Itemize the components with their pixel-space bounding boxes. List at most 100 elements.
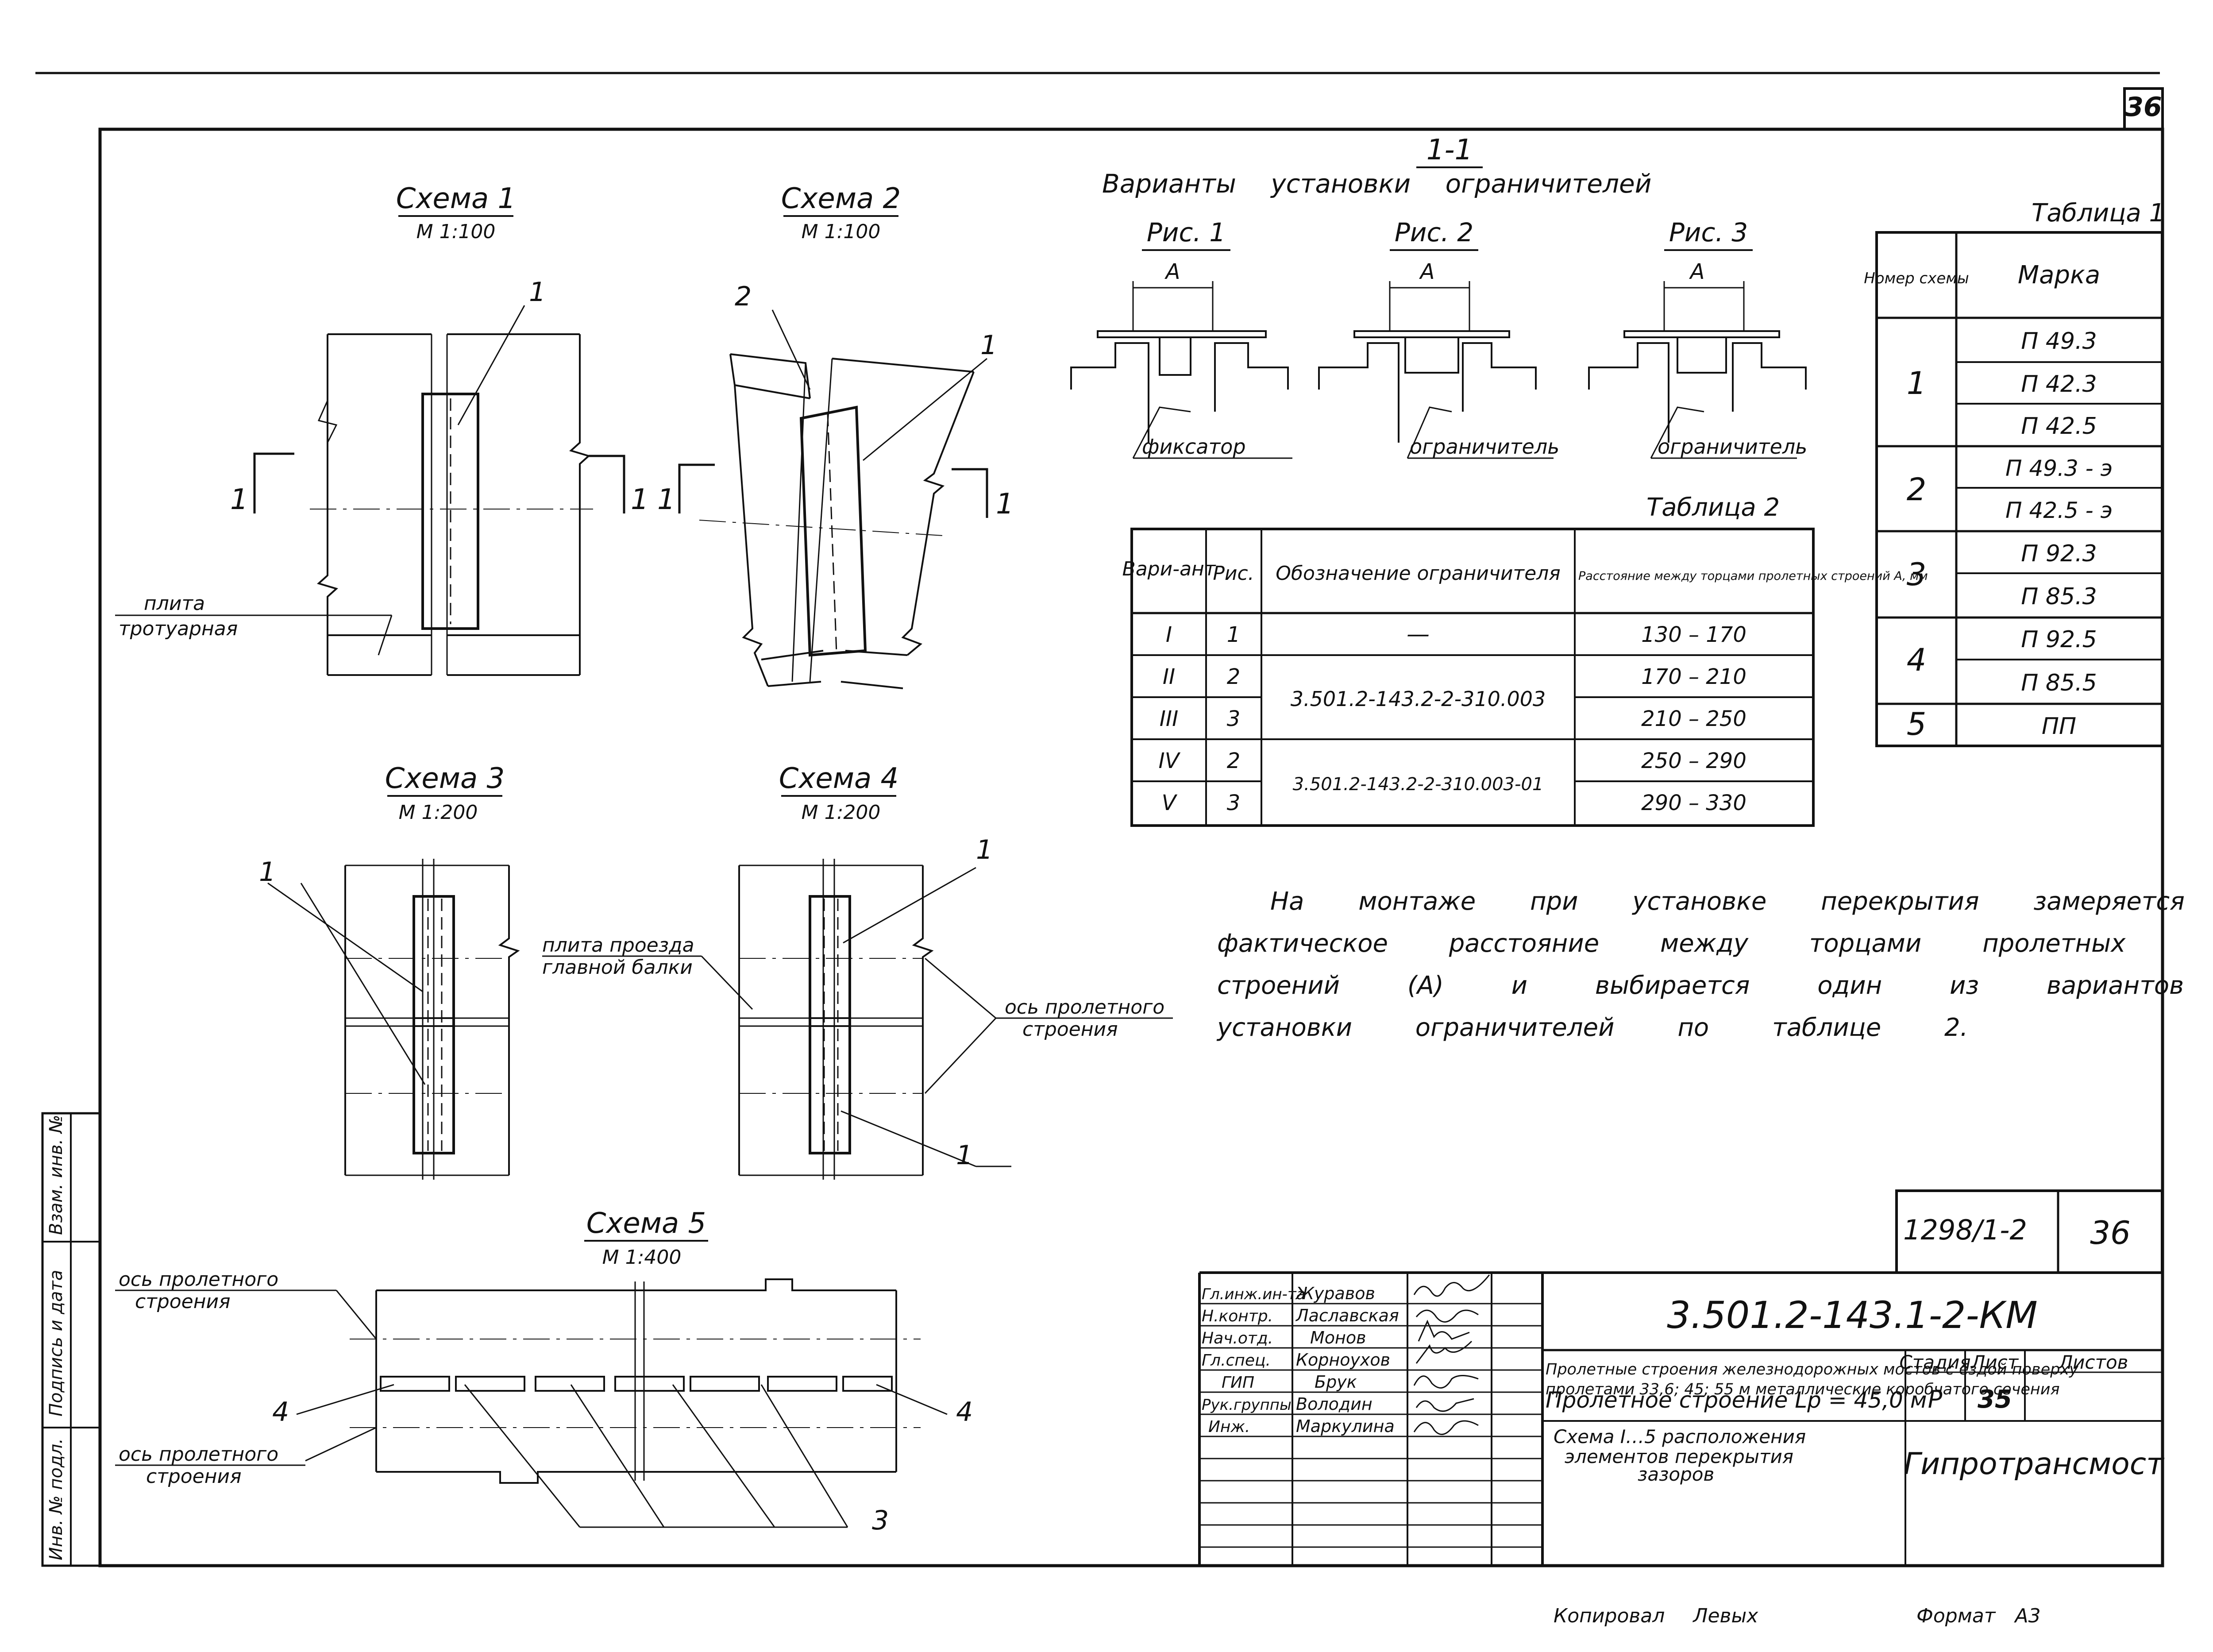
table2-header-distance: Расстояние между торцами пролетных строе…: [1578, 569, 1928, 583]
table2-row1-distance: 130 – 170: [1641, 622, 1746, 647]
plita-proezda-line2: главной балки: [542, 956, 693, 979]
staff-name-4: Корноухов: [1296, 1350, 1390, 1370]
table2-row4-fig: 2: [1227, 749, 1241, 773]
table1-mark-1-3: П 42.5: [2021, 413, 2097, 440]
table2-row5-distance: 290 – 330: [1641, 791, 1746, 815]
scheme-1-scale: М 1:100: [416, 220, 496, 243]
fig-3-title: Рис. 3: [1669, 217, 1748, 247]
drawing-title-line-3: зазоров: [1638, 1463, 1714, 1485]
table2-row4-distance: 250 – 290: [1641, 749, 1746, 773]
table1-scheme-3: 3: [1907, 556, 1927, 593]
scheme-4-scale: М 1:200: [802, 801, 881, 824]
scheme-1-section-left: 1: [230, 483, 248, 516]
doc-title: Пролетное строение Lр = 45,0 м: [1546, 1387, 1927, 1413]
table2-row3-variant: III: [1160, 706, 1178, 731]
sheet-frame: [35, 72, 2164, 1567]
scheme-4-pos1-bottom: 1: [956, 1140, 973, 1171]
table1-scheme-1: 1: [1907, 365, 1927, 401]
note-line-2: фактическое расстояние между торцами про…: [1217, 929, 2126, 958]
staff-role-3: Нач.отд.: [1202, 1329, 1273, 1347]
scheme-2-scale: М 1:100: [802, 220, 881, 243]
staff-name-6: Володин: [1296, 1394, 1373, 1414]
table1-caption: Таблица 1: [2032, 199, 2165, 228]
staff-name-7: Маркулина: [1296, 1417, 1395, 1436]
scheme-4-pos1-top: 1: [976, 834, 993, 865]
table1-mark-1-1: П 49.3: [2021, 328, 2097, 355]
table2-row1-fig: 1: [1227, 622, 1241, 647]
scheme-5-pos3: 3: [872, 1505, 889, 1536]
scheme-4-drawing: [738, 859, 1173, 1180]
os-bottom-line2: строения: [146, 1465, 242, 1488]
table1-header-scheme: Номер схемы: [1864, 270, 1969, 287]
drawing-title-line-2: элементов перекрытия: [1565, 1446, 1793, 1467]
scheme-2-pos1: 1: [980, 330, 997, 361]
staff-name-5: Брук: [1315, 1372, 1357, 1392]
table1-scheme-2: 2: [1907, 471, 1927, 508]
fig-3-dim: А: [1689, 259, 1705, 284]
table2-row5-variant: V: [1162, 791, 1178, 815]
side-stamp-replacement: Взам. инв. №: [46, 1115, 66, 1235]
fig-1-dim: А: [1164, 259, 1180, 284]
os-schemes-line1: ось пролетного: [1005, 996, 1164, 1019]
os-bottom-line1: ось пролетного: [119, 1443, 278, 1466]
fig-1-title: Рис. 1: [1147, 217, 1226, 247]
scheme-2-title: Схема 2: [781, 182, 901, 215]
table1-mark-3-2: П 85.3: [2021, 583, 2097, 610]
side-stamp: [41, 1112, 101, 1567]
table1-mark-4-1: П 92.5: [2021, 626, 2097, 653]
section-subtitle: Варианты установки ограничителей: [1102, 169, 1651, 199]
sheets-label: Листов: [2058, 1351, 2128, 1373]
table2-header-designation: Обозначение ограничителя: [1276, 562, 1560, 585]
note-line-3: строений (А) и выбирается один из вариан…: [1217, 971, 2184, 1000]
scheme-1-pos1: 1: [529, 277, 546, 308]
fig-2-callout: ограничитель: [1410, 435, 1559, 459]
staff-name-1: Журавов: [1295, 1284, 1375, 1303]
side-stamp-inventory: Инв. № подл.: [46, 1438, 66, 1560]
os-top-line1: ось пролетного: [119, 1268, 278, 1291]
side-stamp-signature: Подпись и дата: [46, 1270, 66, 1417]
staff-role-2: Н.контр.: [1202, 1307, 1273, 1325]
fig-2-drawing: [1318, 281, 1554, 459]
table2-header-fig: Рис.: [1213, 562, 1254, 585]
scheme-2-section-left: 1: [657, 483, 675, 516]
table1-scheme-5: 5: [1907, 706, 1927, 742]
table1-mark-4-2: П 85.5: [2021, 670, 2097, 696]
table2-row2-designation: 3.501.2-143.2-2-310.003: [1291, 687, 1546, 711]
scheme-1-section-right: 1: [631, 483, 649, 516]
table1-mark-1-2: П 42.3: [2021, 371, 2097, 398]
table1-header-mark: Марка: [2018, 261, 2100, 289]
table1-grid: [1875, 231, 2163, 747]
staff-role-5: ГИП: [1222, 1374, 1254, 1392]
scheme-5-title: Схема 5: [586, 1207, 706, 1240]
scheme-5-pos4-left: 4: [272, 1397, 289, 1428]
document-designation: 3.501.2-143.1-2-КМ: [1667, 1293, 2038, 1337]
table1-mark-2-2: П 42.5 - э: [2005, 498, 2113, 523]
album-number: 1298/1-2: [1903, 1214, 2027, 1246]
scheme-3-pos1: 1: [259, 857, 276, 888]
table2-grid: [1130, 528, 1815, 827]
plita-proezda-line1: плита проезда: [542, 934, 694, 957]
title-block-grid: [1198, 1189, 2163, 1566]
scheme-2-pos2: 2: [735, 281, 752, 312]
table2-row5-fig: 3: [1227, 791, 1241, 815]
staff-name-3: Монов: [1310, 1328, 1366, 1347]
stage-value: Р: [1928, 1386, 1943, 1413]
table2-row1-variant: I: [1166, 622, 1172, 647]
fig-1-callout: фиксатор: [1142, 435, 1246, 459]
scheme-3-drawing: [267, 859, 520, 1180]
plita-trotuarnaya-line2: тротуарная: [119, 618, 238, 640]
scheme-2-drawing: [678, 309, 988, 689]
fig-3-callout: ограничитель: [1658, 435, 1807, 459]
table2-row4-designation: 3.501.2-143.2-2-310.003-01: [1293, 774, 1544, 795]
fig-3-drawing: [1588, 281, 1807, 459]
staff-role-4: Гл.спец.: [1202, 1351, 1271, 1370]
sheet-label: Лист: [1970, 1351, 2019, 1373]
organization: Гипротрансмост: [1904, 1447, 2165, 1482]
fig-2-title: Рис. 2: [1395, 217, 1473, 247]
table2-header-variant: Вари-ант: [1122, 558, 1216, 580]
sheet-number: 36: [2125, 92, 2162, 123]
staff-name-2: Лаславская: [1295, 1306, 1399, 1325]
drawing-title-line-1: Схема I…5 расположения: [1554, 1426, 1806, 1447]
scheme-5-drawing: [296, 1278, 948, 1528]
table1-mark-2-1: П 49.3 - э: [2005, 455, 2113, 481]
